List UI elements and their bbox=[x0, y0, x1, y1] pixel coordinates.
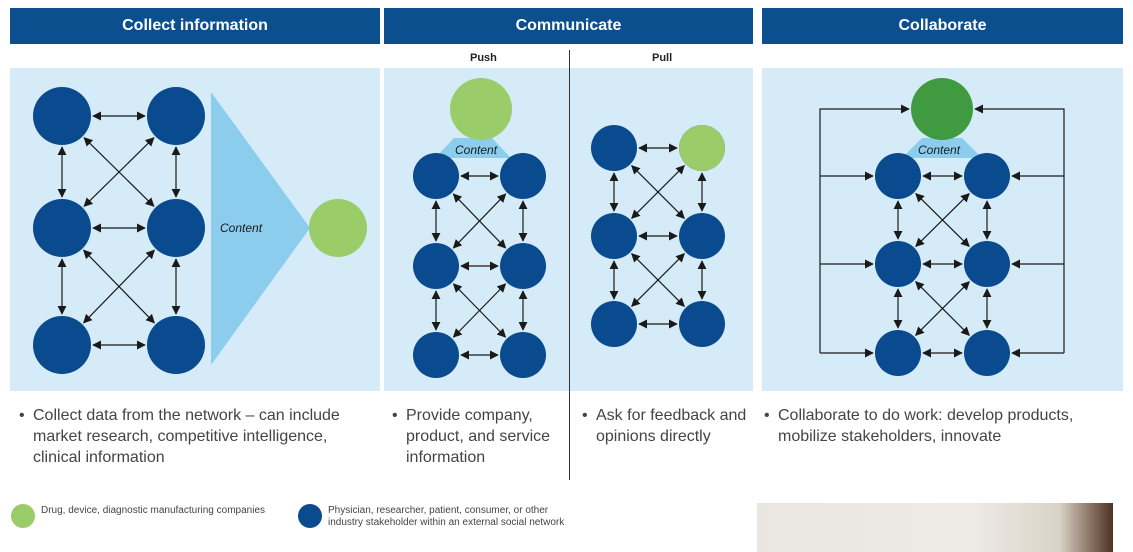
pull-diagonal-arrow bbox=[631, 165, 685, 219]
bullet-dot: • bbox=[582, 407, 588, 424]
collect-network-node bbox=[147, 316, 205, 374]
header-collaborate: Collaborate bbox=[762, 8, 1123, 44]
bullet-push-text: Provide company, product, and service in… bbox=[406, 407, 551, 466]
legend-network-dot bbox=[298, 504, 322, 528]
pull-diagonal-arrow bbox=[631, 253, 685, 307]
header-collect-information: Collect information bbox=[10, 8, 380, 44]
collect-network-node bbox=[147, 87, 205, 145]
content-funnel-triangle bbox=[211, 92, 310, 365]
legend-company-dot bbox=[11, 504, 35, 528]
collect-network-node bbox=[33, 316, 91, 374]
bullet-pull: • Ask for feedback and opinions directly bbox=[582, 405, 758, 447]
push-content-trapezoid bbox=[435, 138, 511, 158]
collect-network-node bbox=[147, 199, 205, 257]
subheader-push: Push bbox=[470, 52, 497, 64]
bullet-dot: • bbox=[764, 407, 770, 424]
collaborate-network-node bbox=[875, 241, 921, 287]
push-pull-divider bbox=[569, 50, 570, 480]
collect-diagonal-arrow bbox=[83, 137, 155, 207]
collaborate-company-node bbox=[911, 78, 973, 140]
push-diagonal-arrow bbox=[452, 193, 507, 249]
bullet-collaborate: • Collaborate to do work: develop produc… bbox=[764, 405, 1116, 447]
collaborate-network-node bbox=[964, 153, 1010, 199]
push-network-node bbox=[413, 243, 459, 289]
collect-network-node bbox=[33, 199, 91, 257]
subheader-pull: Pull bbox=[652, 52, 673, 64]
header-communicate: Communicate bbox=[384, 8, 753, 44]
collaborate-diagonal-arrow bbox=[915, 192, 970, 248]
content-label-collect: Content bbox=[220, 221, 263, 235]
collect-company-node bbox=[309, 199, 367, 257]
pull-network-node bbox=[591, 125, 637, 171]
push-diagonal-arrow bbox=[452, 283, 507, 338]
collect-network-node bbox=[33, 87, 91, 145]
push-network-node bbox=[413, 153, 459, 199]
bullet-push: • Provide company, product, and service … bbox=[392, 405, 557, 468]
legend-company-text: Drug, device, diagnostic manufacturing c… bbox=[41, 505, 266, 516]
bullet-dot: • bbox=[392, 407, 398, 424]
collaborate-diagonal-arrow bbox=[915, 281, 970, 336]
push-company-node bbox=[450, 78, 512, 140]
push-network-node bbox=[500, 153, 546, 199]
pull-network-node bbox=[679, 213, 725, 259]
content-label-push: Content bbox=[455, 143, 498, 157]
photo-image bbox=[757, 503, 1113, 552]
collaborate-network-node bbox=[875, 330, 921, 376]
collaborate-network-node bbox=[964, 241, 1010, 287]
collaborate-network-node bbox=[964, 330, 1010, 376]
push-network-node bbox=[500, 332, 546, 378]
collect-diagonal-arrow bbox=[83, 249, 155, 324]
collaborate-network-node bbox=[875, 153, 921, 199]
pull-network-node bbox=[591, 213, 637, 259]
content-label-collaborate: Content bbox=[918, 143, 961, 157]
pull-network-node bbox=[591, 301, 637, 347]
collaborate-loop-left bbox=[819, 104, 910, 353]
bullet-collect: • Collect data from the network – can in… bbox=[19, 405, 374, 468]
push-network-node bbox=[500, 243, 546, 289]
collaborate-content-trapezoid bbox=[902, 138, 982, 158]
pull-company-node bbox=[679, 125, 725, 171]
bullet-collect-text: Collect data from the network – can incl… bbox=[33, 407, 340, 466]
bullet-pull-text: Ask for feedback and opinions directly bbox=[596, 407, 747, 445]
bullet-collaborate-text: Collaborate to do work: develop products… bbox=[778, 407, 1074, 445]
push-network-node bbox=[413, 332, 459, 378]
collaborate-loop-right bbox=[974, 104, 1065, 353]
pull-network-node bbox=[679, 301, 725, 347]
bullet-dot: • bbox=[19, 407, 25, 424]
legend-network-text: Physician, researcher, patient, consumer… bbox=[328, 505, 565, 528]
